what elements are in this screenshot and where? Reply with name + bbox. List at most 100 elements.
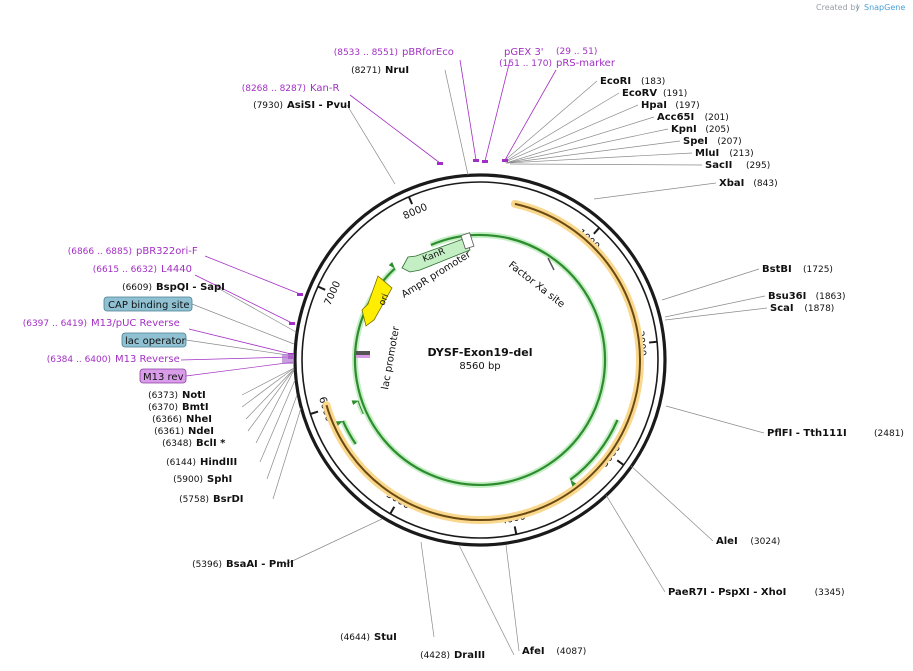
primer-site (482, 160, 488, 163)
m13-rev-label: M13 rev (143, 372, 184, 383)
enzyme-position: (4644) (340, 633, 370, 643)
primer-name: pBR322ori-F (136, 246, 198, 257)
leader-line (245, 368, 295, 420)
ori-arrow (361, 275, 393, 327)
primer-leader (349, 94, 441, 164)
enzyme-name: ScaI (770, 303, 794, 314)
primer-name: pGEX 3' (504, 47, 544, 58)
leader-line (259, 379, 296, 463)
tick-mark (593, 227, 600, 235)
primer-leader (188, 328, 292, 355)
primer-position: (8268 .. 8287) (242, 84, 306, 94)
enzyme-name: AfeI (522, 646, 545, 657)
enzyme-name: SacII (705, 160, 732, 171)
enzyme-position: (183) (641, 77, 665, 87)
leader-line (285, 518, 383, 565)
enzyme-position: (843) (753, 179, 777, 189)
leader-line (505, 128, 669, 164)
primer-site (473, 159, 479, 162)
primer-position: (6384 .. 6400) (47, 355, 111, 365)
tick-mark (513, 526, 518, 535)
enzyme-position: (3024) (750, 537, 780, 547)
tick-label: 7000 (323, 279, 344, 307)
enzyme-name: BclI * (196, 438, 226, 449)
enzyme-position: (3345) (815, 588, 845, 598)
snapgene-icon: ⟩ (856, 3, 859, 12)
cap-binding-site-box (103, 296, 193, 312)
tick-mark (649, 340, 658, 344)
enzyme-name: EcoRI (600, 76, 631, 87)
insert-band (322, 199, 644, 524)
lac-operator-leader (185, 339, 295, 357)
enzyme-position: (191) (663, 89, 687, 99)
enzyme-name: EcoRV (622, 88, 657, 99)
primer-leader (194, 274, 293, 324)
primer-name: Kan-R (310, 83, 339, 94)
primer-site (502, 159, 508, 162)
enzyme-position: (6366) (152, 415, 182, 425)
leader-line (346, 104, 396, 185)
enzyme-position: (213) (729, 149, 753, 159)
tick-mark (310, 410, 319, 415)
enzyme-position: (5396) (192, 560, 222, 570)
lac-promoter-label: lac promoter (380, 325, 402, 391)
leader-line (593, 182, 717, 200)
enzyme-name: BsrDI (213, 494, 244, 505)
enzyme-name: PflFI - Tth111I (767, 428, 847, 439)
leader-line (444, 69, 469, 176)
leader-line (505, 116, 655, 164)
enzyme-position: (8271) (351, 66, 381, 76)
primer-site (289, 322, 295, 325)
leader-line (255, 369, 295, 444)
enzyme-name: SphI (207, 474, 232, 485)
kanr-arrow (401, 237, 471, 273)
leader-line (506, 152, 693, 164)
backbone-inner (301, 181, 659, 539)
gene-arrow-left-a-head (335, 420, 343, 426)
enzyme-name: MluI (695, 148, 719, 159)
primer-leader (459, 59, 477, 161)
enzyme-position: (197) (675, 101, 699, 111)
leader-line (664, 307, 768, 321)
enzyme-position: (6144) (166, 458, 196, 468)
enzyme-position: (4428) (420, 651, 450, 661)
enzyme-position: (201) (705, 113, 729, 123)
enzyme-name: DraIII (454, 650, 485, 661)
leader-line (665, 405, 765, 434)
leader-line (458, 544, 515, 656)
left-cluster-marker (282, 354, 294, 364)
enzyme-position: (6348) (162, 439, 192, 449)
enzyme-position: (2481) (874, 429, 904, 439)
primer-position: (151 .. 170) (499, 59, 552, 69)
enzyme-name: BmtI (182, 402, 209, 413)
factor-xa-label: Factor Xa site (506, 260, 566, 311)
primer-name: pBRforEco (402, 47, 454, 58)
gene-arrow-right-head (570, 479, 577, 487)
enzyme-position: (1725) (803, 265, 833, 275)
enzyme-name: HpaI (641, 100, 667, 111)
tick-mark (389, 506, 396, 515)
leader-line (241, 367, 295, 396)
enzyme-name: BsaAI - PmlI (226, 559, 294, 570)
gene-arrow-left-b-head (351, 400, 359, 405)
enzyme-position: (6361) (154, 427, 184, 437)
enzyme-name: AsiSI - PvuI (287, 100, 351, 111)
enzyme-name: NheI (186, 414, 212, 425)
enzyme-position: (6370) (148, 403, 178, 413)
gene-arrow-left-a-line (341, 420, 357, 445)
leader-line (247, 368, 295, 432)
enzyme-name: NotI (182, 390, 206, 401)
credit-text: Created by (816, 3, 860, 12)
cap-binding-site-label: CAP binding site (108, 300, 190, 311)
cap-leader (191, 303, 295, 345)
enzyme-name: NdeI (188, 426, 214, 437)
enzyme-name: AleI (716, 536, 738, 547)
enzyme-position: (5758) (179, 495, 209, 505)
primer-name: L4440 (161, 264, 192, 275)
primer-position: (6866 .. 6885) (68, 247, 132, 257)
enzyme-name: KpnI (671, 124, 697, 135)
enzyme-name: SpeI (683, 136, 708, 147)
enzyme-position: (295) (746, 161, 770, 171)
leader-line (506, 140, 681, 164)
